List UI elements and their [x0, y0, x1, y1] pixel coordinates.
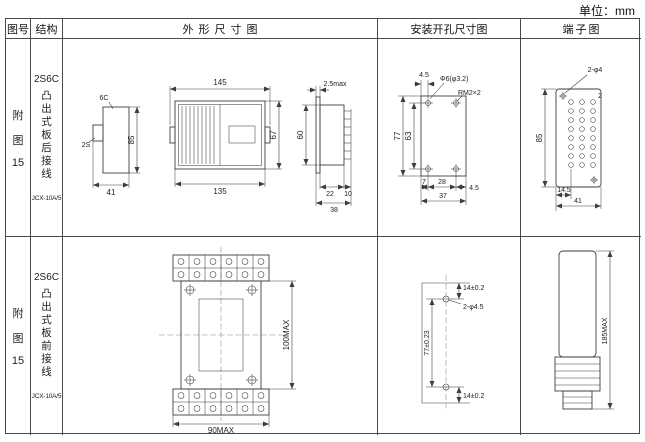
dim-label-85: 85	[127, 135, 136, 144]
structure-char: 接	[41, 154, 52, 167]
dim-label-38: 38	[330, 207, 338, 214]
structure-char: 前	[41, 340, 52, 352]
dim-label-hole-spec: Φ6(φ3.2)	[440, 76, 468, 83]
structure-char: 凸	[41, 89, 52, 102]
structure-char: 凸	[41, 288, 52, 300]
panel-cutout	[398, 80, 467, 205]
front-view-terminals	[159, 247, 296, 427]
header-outline: 外形尺寸图	[63, 19, 378, 39]
outline-cell-row2: 100MAX 90MAX	[63, 237, 378, 435]
header-terminal: 端子图	[521, 19, 641, 39]
dim-label-77: 77	[393, 131, 402, 140]
dim-label-145b: 14.5	[557, 187, 571, 194]
dim-label-85b: 85	[535, 133, 544, 142]
outline-drawing-row1: 6C 2S 85 41	[82, 78, 352, 214]
drawing-table: 图号 结构 外形尺寸图 安装开孔尺寸图 端子图 附 图 15 2S6C 凸 出 …	[5, 18, 641, 435]
structure-char: 线	[41, 167, 52, 180]
dim-label-25max: 2.5max	[324, 81, 347, 88]
structure-char: 线	[41, 366, 52, 378]
dim-label-14-bottom: 14±0.2	[463, 393, 484, 400]
dim-label-6c: 6C	[100, 95, 109, 102]
fig-char: 附	[12, 308, 24, 320]
fig-number-row2: 附 图 15	[6, 237, 31, 435]
structure-char: 式	[41, 115, 52, 128]
mounting-drawing-row2: 14±0.2 2-φ4.5 77±0.23 14±0.2	[421, 275, 484, 411]
header-mounting: 安装开孔尺寸图	[378, 19, 521, 39]
structure-char: 板	[41, 327, 52, 339]
structure-row1: 2S6C 凸 出 式 板 后 接 线 JCX-10A/5	[31, 39, 63, 237]
dim-label-2s: 2S	[82, 142, 91, 149]
terminal-cell-row2: 185MAX	[521, 237, 641, 435]
structure-char: 后	[41, 141, 52, 154]
dim-label-41: 41	[107, 188, 116, 197]
mounting-cell-row1: 4.5 Φ6(φ3.2) RM2×2 77 63 7 28 4.5 37	[378, 39, 521, 237]
dim-label-22: 22	[326, 191, 334, 198]
fig-char: 图	[12, 333, 24, 345]
dim-label-2phi4: 2-φ4	[588, 67, 603, 74]
header-fig-no: 图号	[6, 19, 31, 39]
terminal-board	[541, 74, 602, 211]
panel-holes	[421, 275, 470, 411]
outline-cell-row1: 6C 2S 85 41	[63, 39, 378, 237]
dim-label-37: 37	[439, 193, 447, 200]
fig-char: 图	[12, 134, 24, 147]
dim-label-67: 67	[269, 130, 278, 139]
dim-label-terminal-no: 2	[598, 93, 602, 100]
dim-label-63: 63	[404, 131, 413, 140]
unit-label: 单位：mm	[579, 4, 635, 18]
outline-drawing-row2: 100MAX 90MAX	[159, 247, 296, 435]
fig-char: 附	[12, 109, 24, 122]
fig-char: 15	[11, 156, 25, 169]
dim-label-60: 60	[296, 130, 305, 139]
header-structure: 结构	[31, 19, 63, 39]
fig-number-row1: 附 图 15	[6, 39, 31, 237]
dim-label-90max: 90MAX	[208, 426, 235, 435]
dim-label-45-top: 4.5	[419, 72, 429, 79]
structure-char: 接	[41, 353, 52, 365]
dim-label-185max: 185MAX	[602, 317, 609, 344]
mounting-cell-row2: 14±0.2 2-φ4.5 77±0.23 14±0.2	[378, 237, 521, 435]
structure-char: 式	[41, 314, 52, 326]
structure-series: JCX-10A/5	[31, 194, 62, 202]
dim-label-135: 135	[213, 187, 227, 196]
dim-label-77span: 77±0.23	[424, 330, 431, 355]
mounting-drawing-row1: 4.5 Φ6(φ3.2) RM2×2 77 63 7 28 4.5 37	[393, 72, 481, 205]
structure-char: 板	[41, 128, 52, 141]
structure-char: 出	[41, 301, 52, 313]
fig-char: 15	[11, 355, 25, 367]
dim-label-41b: 41	[574, 198, 582, 205]
dim-label-100max: 100MAX	[282, 319, 291, 350]
dim-label-28: 28	[438, 179, 446, 186]
structure-model: 2S6C	[33, 73, 59, 85]
relay-side-silhouette	[554, 250, 614, 410]
dim-label-145: 145	[213, 78, 227, 87]
structure-char: 出	[41, 102, 52, 115]
terminal-drawing-row2: 185MAX	[554, 250, 614, 410]
terminal-cell-row1: 2-φ4 2 85 14.5 41	[521, 39, 641, 237]
outline-side-view	[302, 86, 352, 206]
structure-series: JCX-10A/5	[31, 393, 62, 400]
dim-label-2phi45: 2-φ4.5	[463, 304, 484, 311]
outline-front-view	[169, 86, 282, 187]
structure-row2: 2S6C 凸 出 式 板 前 接 线 JCX-10A/5	[31, 237, 63, 435]
dim-label-45-right: 4.5	[469, 185, 479, 192]
dim-label-14-top: 14±0.2	[463, 285, 484, 292]
dim-label-thread-spec: RM2×2	[458, 90, 481, 97]
outline-side-view-small	[88, 101, 140, 188]
dim-label-10: 10	[344, 191, 352, 198]
dim-label-7: 7	[422, 179, 426, 186]
terminal-drawing-row1: 2-φ4 2 85 14.5 41	[535, 67, 603, 211]
structure-model: 2S6C	[33, 272, 59, 283]
